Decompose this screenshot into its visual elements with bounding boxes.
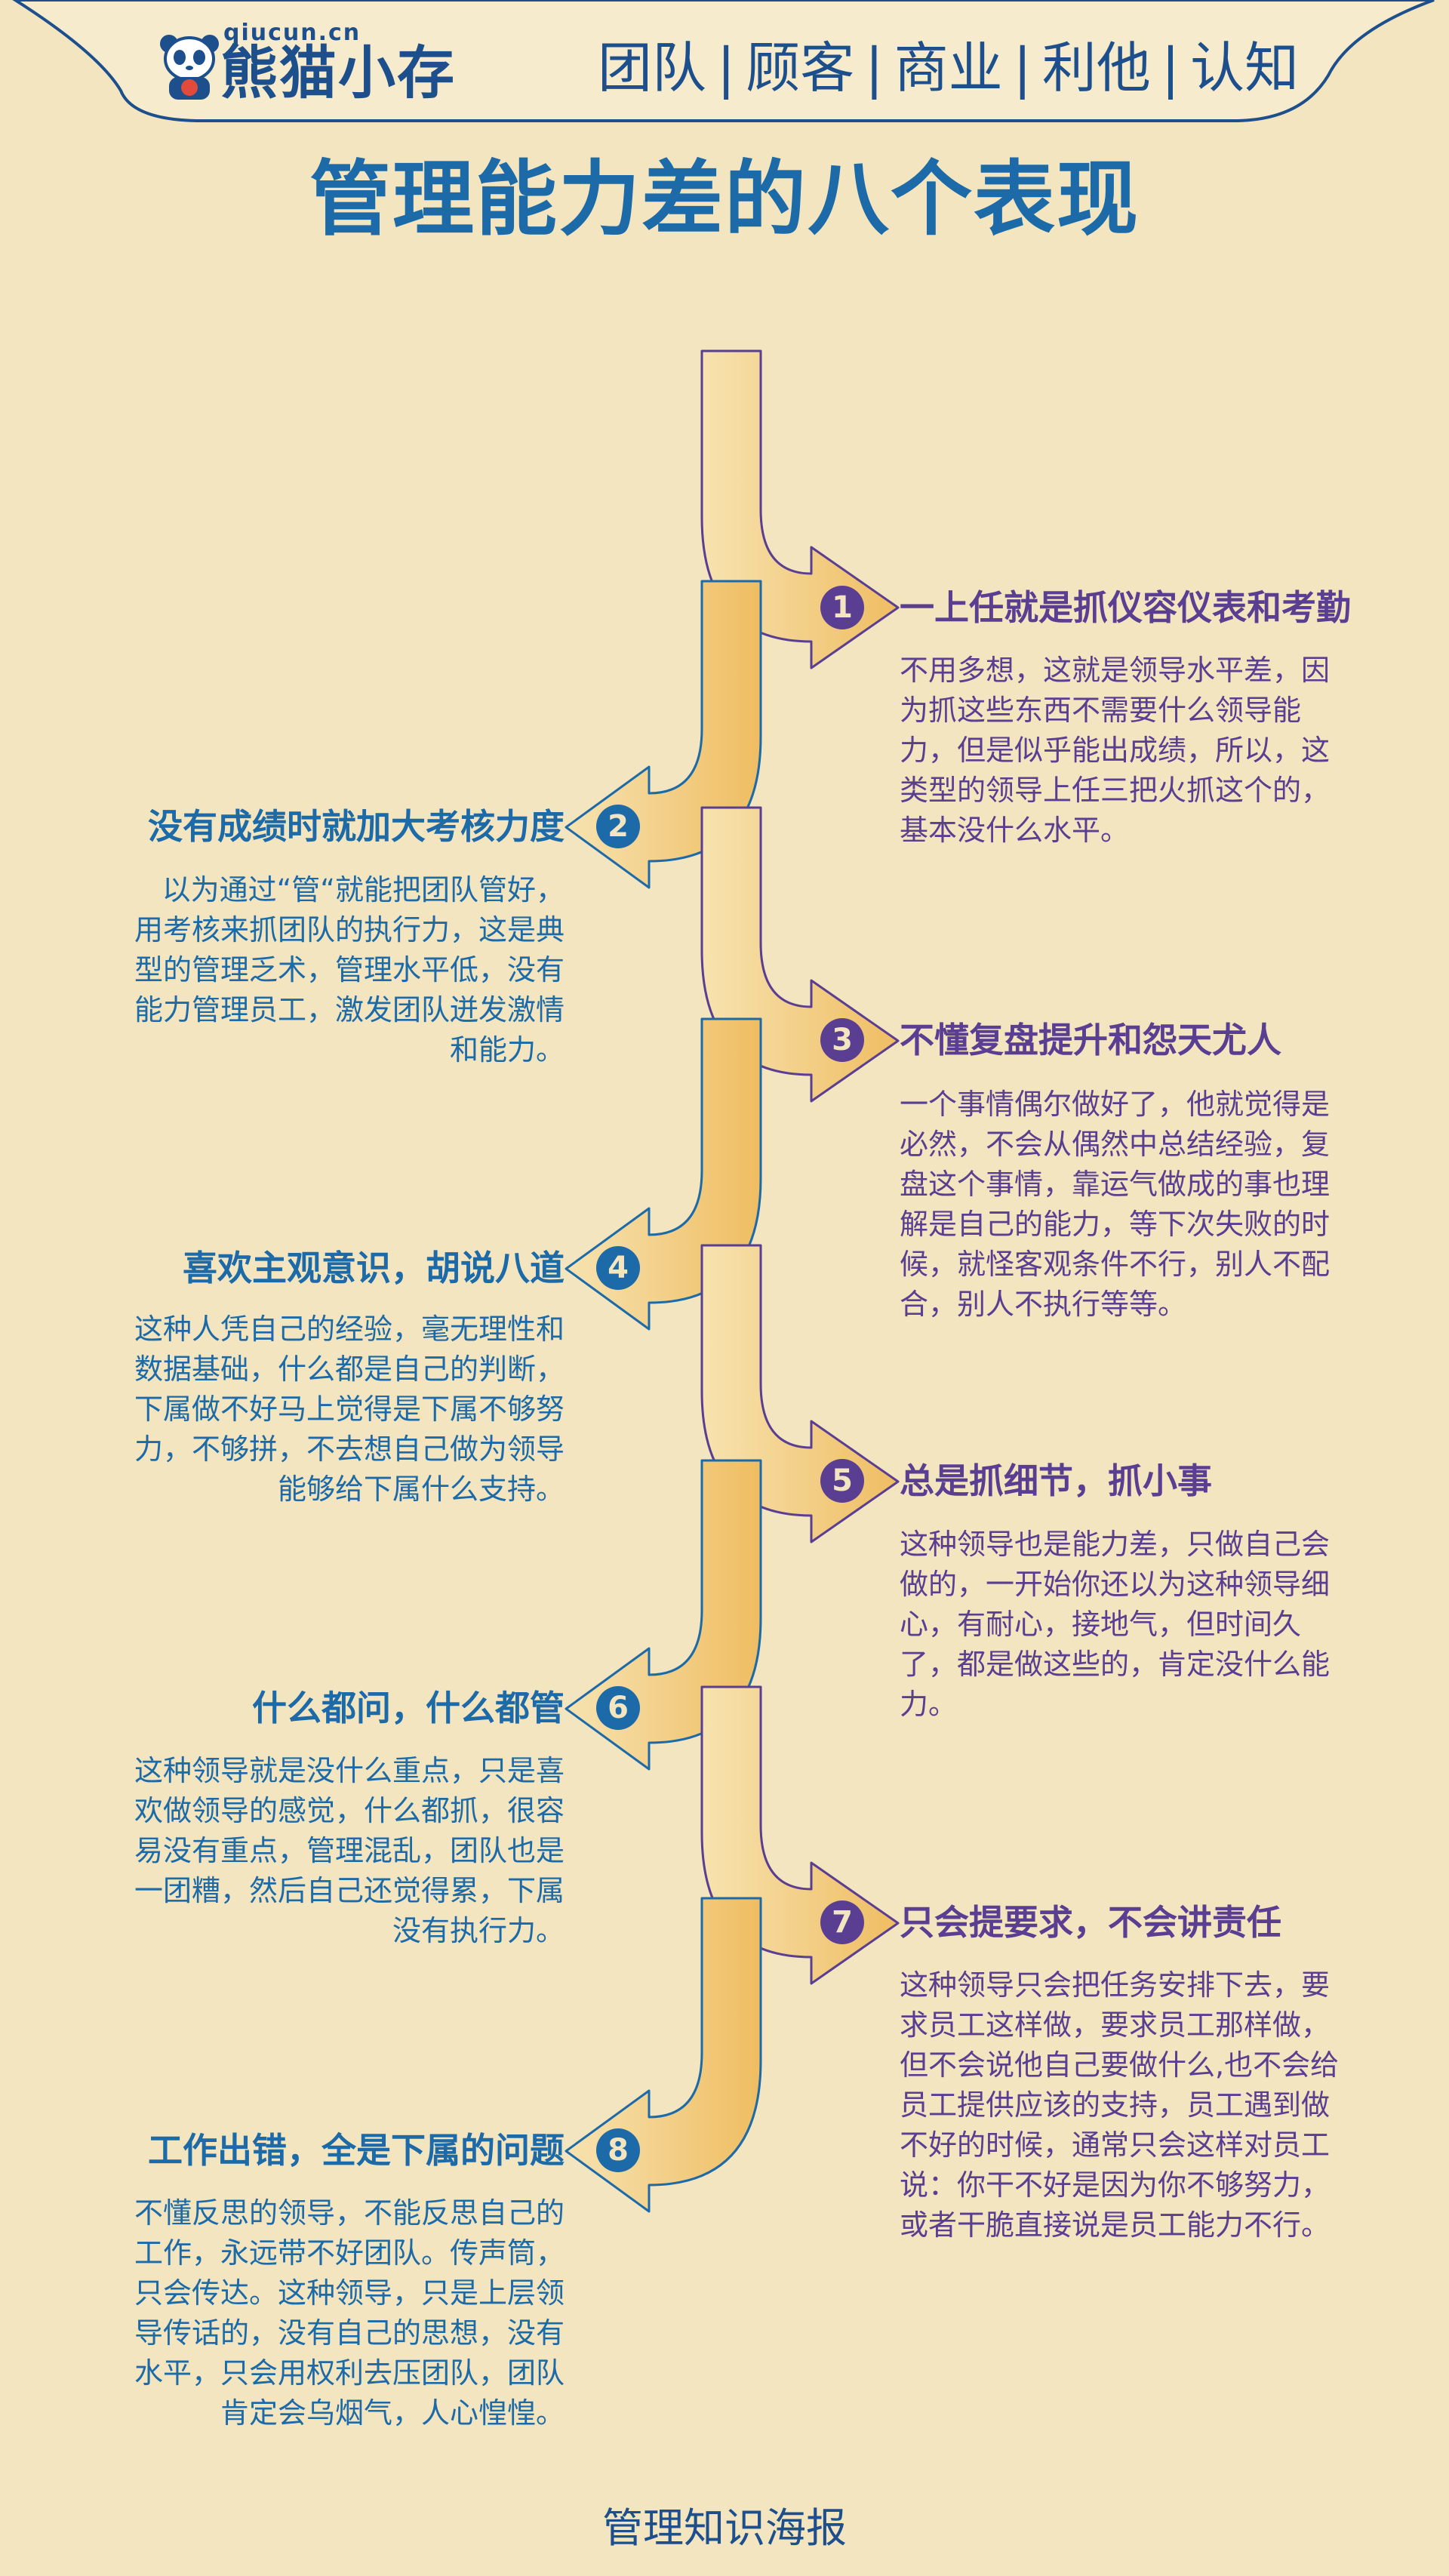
item-number-badge: 2 — [596, 805, 640, 848]
item-body: 这种领导只会把任务安排下去，要求员工这样做，要求员工那样做，但不会说他自己要做什… — [900, 1968, 1340, 2242]
nav-item-altruism[interactable]: 利他 — [1041, 36, 1151, 100]
item-body: 这种人凭自己的经验，毫无理性和数据基础，什么都是自己的判断，下属做不好马上觉得是… — [134, 1313, 565, 1506]
nav-separator: | — [717, 36, 736, 100]
item-title: 没有成绩时就加大考核力度 — [148, 806, 565, 847]
item-number-badge: 5 — [820, 1459, 864, 1503]
header-banner — [12, 0, 1435, 122]
item-title: 工作出错，全是下属的问题 — [148, 2130, 565, 2171]
item-body: 这种领导也是能力差，只做自己会做的，一开始你还以为这种领导细心，有耐心，接地气，… — [900, 1528, 1331, 1721]
nav-separator: | — [1161, 36, 1180, 100]
nav-item-customer[interactable]: 顾客 — [746, 36, 855, 100]
item-body: 不懂反思的领导，不能反思自己的工作，永远带不好团队。传声筒，只会传达。这种领导，… — [134, 2196, 565, 2430]
item-body: 一个事情偶尔做好了，他就觉得是必然，不会从偶然中总结经验，复盘这个事情，靠运气做… — [900, 1088, 1331, 1321]
item-title: 一上任就是抓仪容仪表和考勤 — [900, 587, 1351, 628]
item-title: 喜欢主观意识，胡说八道 — [183, 1248, 565, 1288]
nav-item-team[interactable]: 团队 — [598, 36, 707, 100]
item-title: 不懂复盘提升和怨天尤人 — [900, 1020, 1281, 1060]
item-body: 不用多想，这就是领导水平差，因为抓这些东西不需要什么领导能力，但是似乎能出成绩，… — [900, 654, 1331, 847]
nav-separator: | — [865, 36, 884, 100]
header-nav: 团队|顾客|商业|利他|认知 — [598, 30, 1299, 106]
logo-name: 熊猫小存 — [220, 39, 456, 106]
item-number-badge: 3 — [820, 1018, 864, 1062]
item-number-badge: 6 — [596, 1686, 640, 1730]
nav-item-cognition[interactable]: 认知 — [1190, 36, 1300, 100]
item-number-badge: 8 — [596, 2128, 640, 2172]
item-number-badge: 4 — [596, 1246, 640, 1290]
item-body: 以为通过“管“就能把团队管好，用考核来抓团队的执行力，这是典型的管理乏术，管理水… — [134, 873, 565, 1066]
item-number-badge: 1 — [820, 586, 864, 629]
item-number-badge: 7 — [820, 1900, 864, 1944]
panda-logo-icon — [160, 35, 219, 100]
footer-caption: 管理知识海报 — [602, 2504, 847, 2552]
nav-item-business[interactable]: 商业 — [894, 36, 1003, 100]
item-body: 这种领导就是没什么重点，只是喜欢做领导的感觉，什么都抓，很容易没有重点，管理混乱… — [134, 1754, 565, 1947]
item-title: 什么都问，什么都管 — [252, 1688, 565, 1728]
page-title: 管理能力差的八个表现 — [309, 152, 1140, 247]
logo-domain: qiucun.cn — [223, 20, 361, 46]
item-title: 总是抓细节，抓小事 — [900, 1460, 1212, 1501]
nav-separator: | — [1013, 36, 1032, 100]
item-title: 只会提要求，不会讲责任 — [900, 1902, 1281, 1943]
arrow-segment — [565, 1897, 762, 2213]
